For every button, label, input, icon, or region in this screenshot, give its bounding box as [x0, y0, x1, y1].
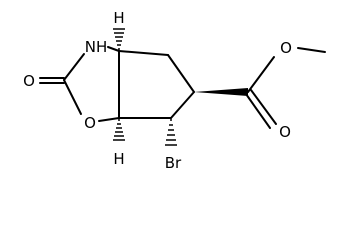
atom-label-br: Br [165, 154, 182, 172]
hash-c6-br [165, 119, 177, 146]
bond-o-ring-c6a [98, 117, 120, 122]
bond-c5-c6 [170, 91, 195, 119]
bond-ester-c-o-double-2 [245, 93, 271, 129]
hash-c3a-h [113, 28, 125, 50]
atom-label-h-top: H [113, 9, 124, 27]
structure-canvas: NH H O O H Br O O [23, 9, 326, 172]
bond-c2-o-ring [63, 79, 82, 115]
atom-label-o-ester: O [280, 39, 292, 57]
atom-label-o-ring: O [84, 114, 96, 132]
bond-c3a-c4 [118, 50, 169, 56]
bond-ester-c-o-double-1 [250, 89, 277, 125]
atom-label-o-ester-carbonyl: O [279, 123, 291, 141]
atom-label-o-carbonyl: O [23, 72, 35, 90]
bond-n-c2 [63, 53, 85, 81]
atom-label-nh: NH [85, 38, 108, 56]
molecule-drawing: NH H O O H Br O O [23, 9, 326, 172]
atom-label-h-bottom: H [113, 150, 124, 168]
bond-n-c3a [107, 46, 120, 52]
bond-ester-c-o-single [247, 56, 275, 93]
atom-labels: NH H O O H Br O O [23, 9, 292, 172]
bond-c4-c5 [167, 54, 195, 93]
hash-c6a-h [113, 119, 125, 141]
bonds [39, 46, 326, 129]
bond-o-methyl [297, 47, 326, 53]
wedge-c5-ester [194, 88, 248, 96]
stereo-wedges [113, 28, 248, 146]
